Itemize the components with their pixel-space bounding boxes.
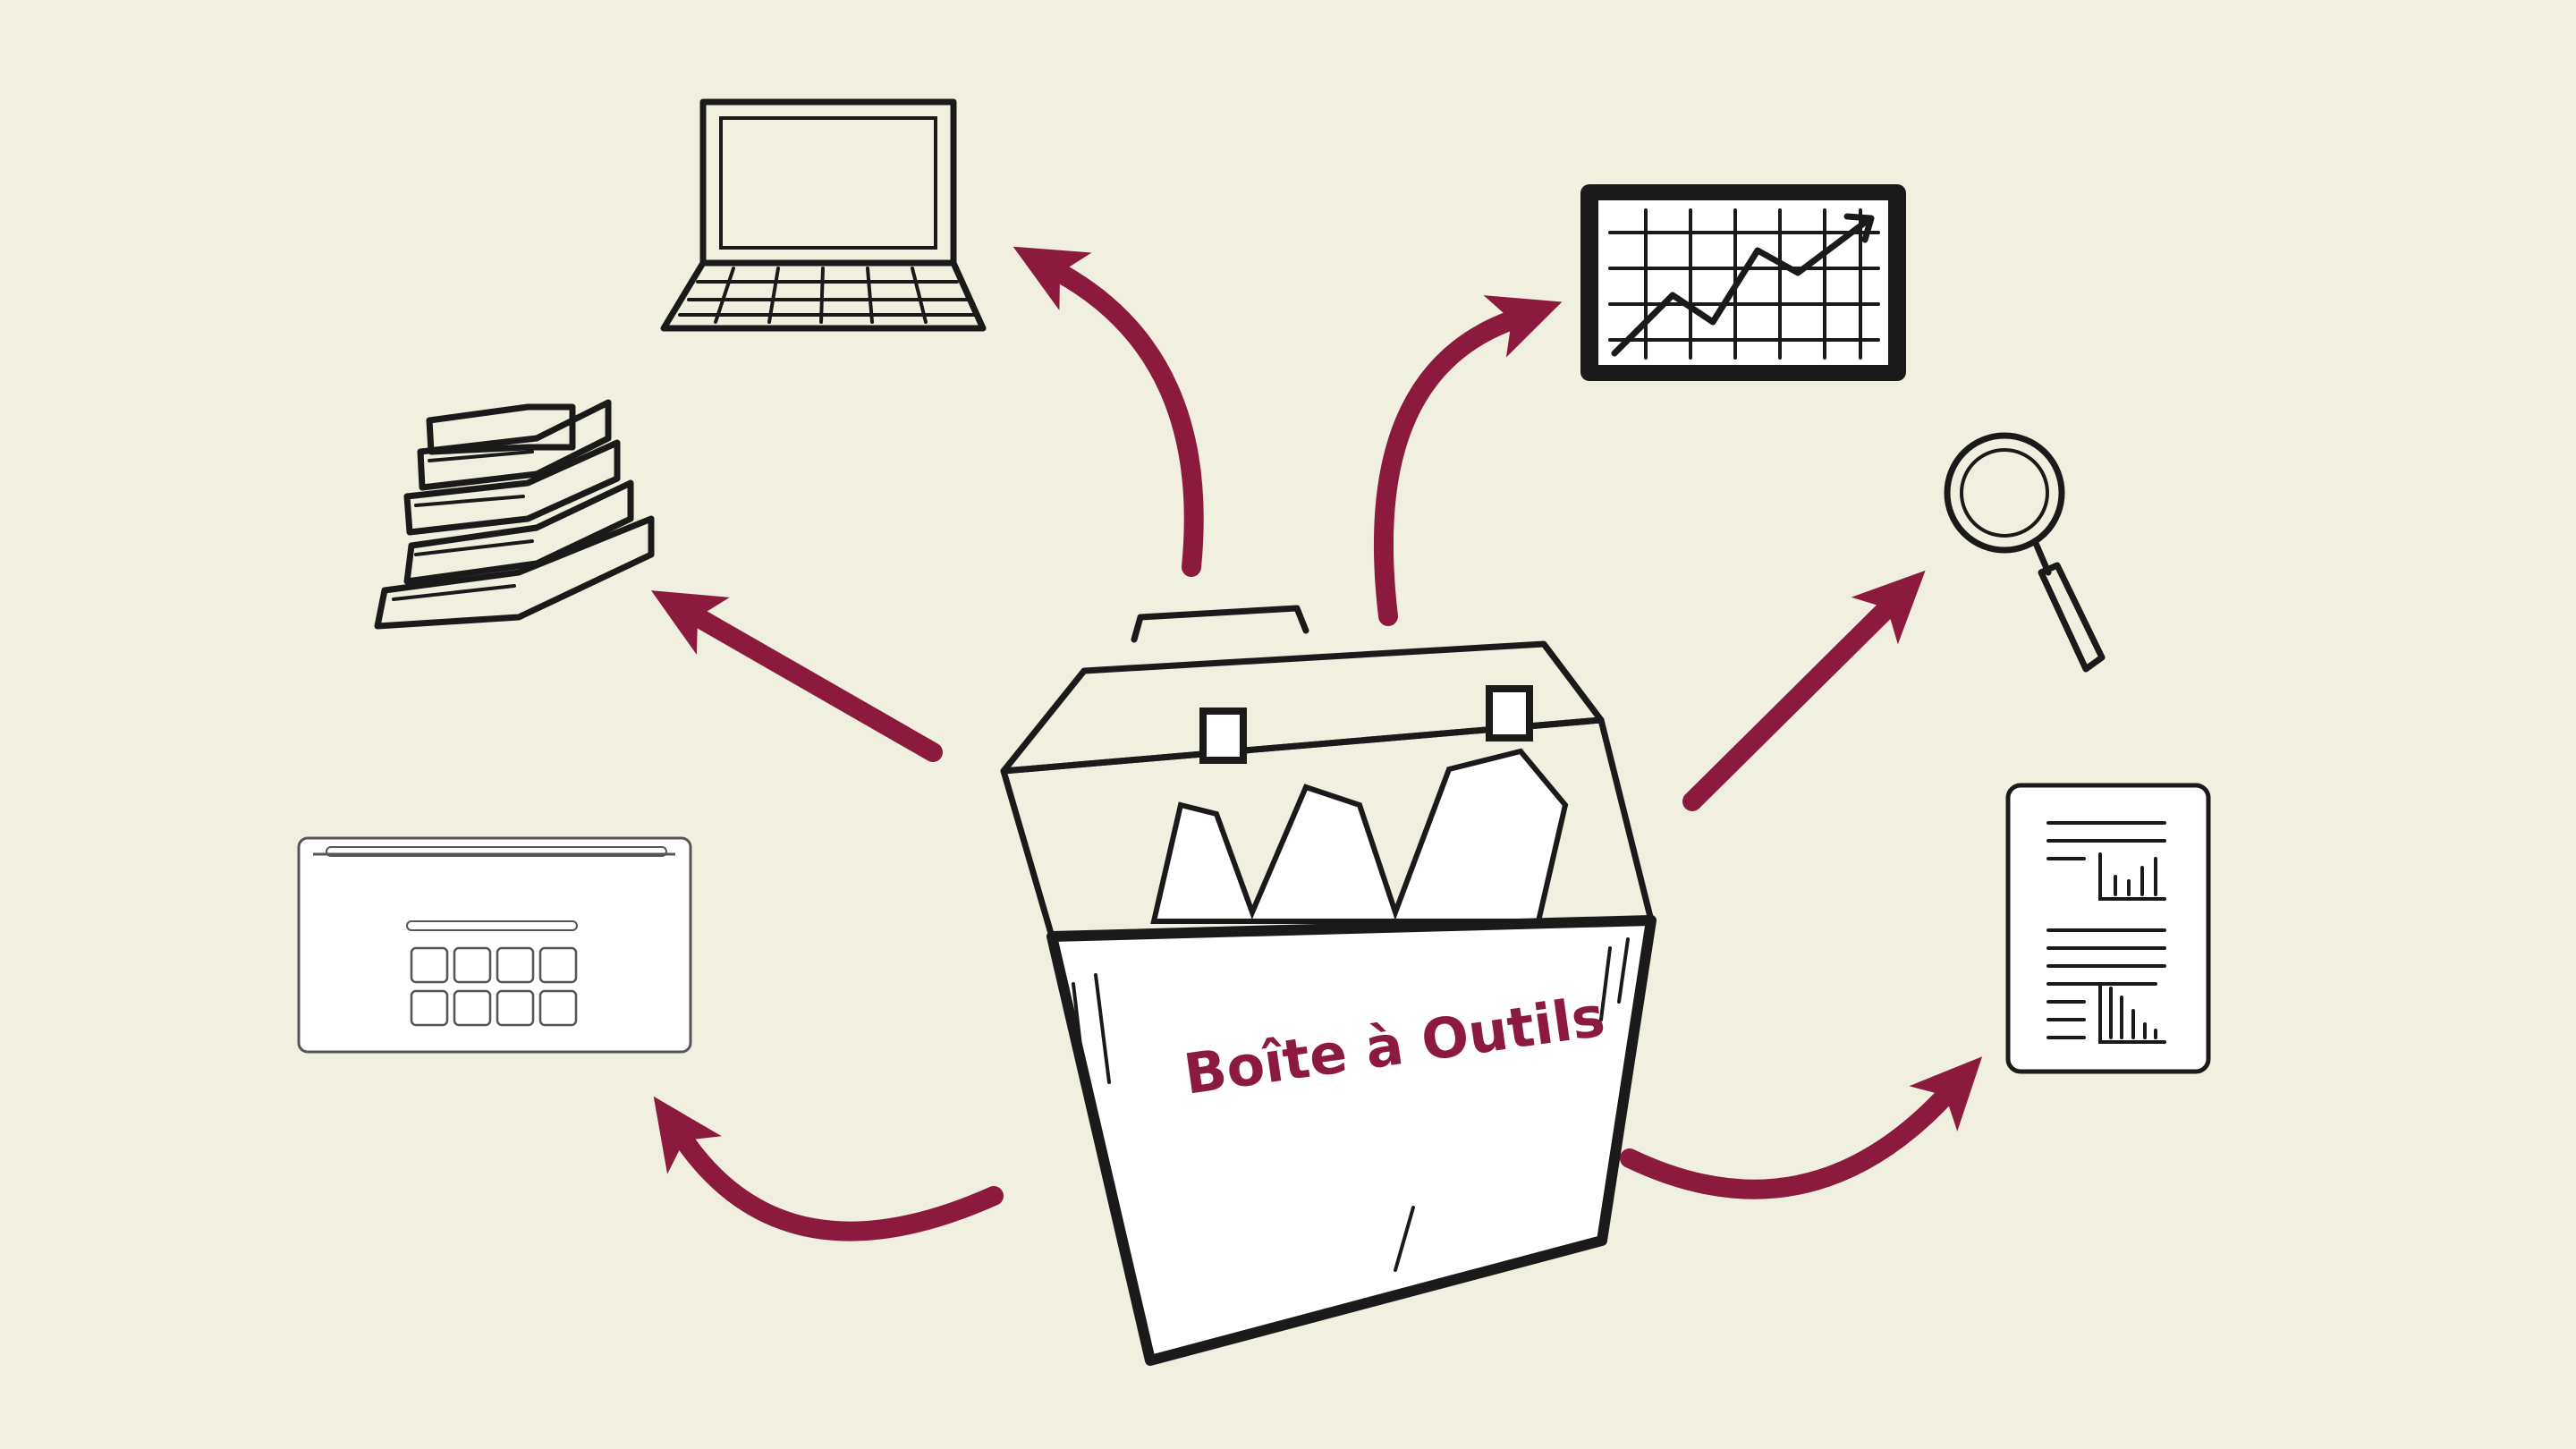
arrow-to-laptop — [1013, 246, 1204, 577]
arrow-to-books — [650, 590, 943, 762]
arrow-to-magnifier — [1682, 570, 1926, 811]
chart-tablet-icon — [1580, 184, 1906, 381]
arrow-to-browser — [653, 1096, 1004, 1241]
report-document-icon — [2005, 783, 2211, 1074]
browser-window-icon — [297, 836, 692, 1054]
laptop-icon — [660, 98, 987, 332]
books-icon — [374, 399, 655, 630]
magnifier-icon — [1944, 432, 2106, 673]
toolbox-icon: Boîte à Outils — [1000, 605, 1657, 1366]
arrows — [650, 246, 1983, 1241]
arrow-to-chart — [1373, 295, 1563, 626]
arrow-to-document — [1620, 1056, 1983, 1199]
